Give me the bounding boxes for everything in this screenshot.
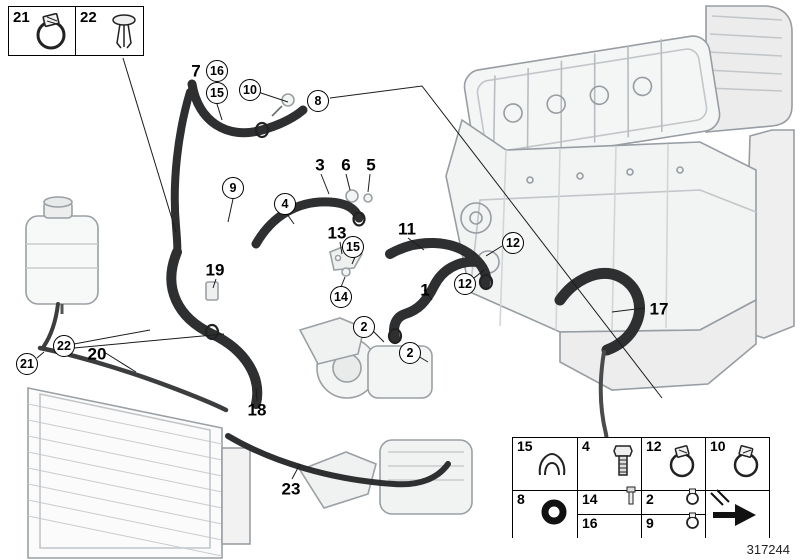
- legend-number: 14: [582, 491, 598, 507]
- legend-cell-10[interactable]: 10: [705, 438, 769, 490]
- legend-number: 9: [646, 515, 654, 531]
- hose-clamp-icon: [731, 445, 761, 484]
- legend-cell-15[interactable]: 15: [513, 438, 577, 490]
- callout-4[interactable]: 4: [274, 193, 296, 215]
- callout-21[interactable]: 21: [16, 353, 38, 375]
- callout-12-2[interactable]: 12: [454, 273, 476, 295]
- expanding-rivet-icon: [110, 13, 138, 56]
- legend-cell-12[interactable]: 12: [641, 438, 705, 490]
- top-legend-number: 22: [80, 9, 97, 26]
- top-legend-cell-22[interactable]: 22: [76, 6, 144, 56]
- callout-15-2[interactable]: 15: [342, 236, 364, 258]
- expansion-tank-illustration: [25, 196, 99, 314]
- hose-clamp-small-icon: [684, 488, 701, 511]
- legend-number: 10: [710, 438, 726, 454]
- legend-number: 16: [582, 515, 598, 531]
- hose-clamp-small-icon: [684, 512, 701, 535]
- callout-15[interactable]: 15: [206, 82, 228, 104]
- top-legend-number: 21: [13, 9, 30, 26]
- legend-cell-9[interactable]: 9: [641, 512, 705, 538]
- top-legend-cell-21[interactable]: 21: [8, 6, 76, 56]
- legend-cell-2[interactable]: 2: [641, 488, 705, 514]
- callout-22[interactable]: 22: [53, 335, 75, 357]
- callout-3[interactable]: 3: [315, 155, 325, 175]
- callout-20[interactable]: 20: [87, 344, 107, 364]
- callout-10[interactable]: 10: [239, 79, 261, 101]
- callout-23[interactable]: 23: [281, 479, 301, 499]
- legend-cell-14[interactable]: 14: [577, 486, 641, 514]
- callout-5[interactable]: 5: [366, 155, 376, 175]
- callout-2[interactable]: 2: [353, 316, 375, 338]
- bottom-legend: 15 4 12 10 8: [512, 437, 770, 538]
- callout-11[interactable]: 11: [398, 219, 416, 239]
- stud-bolt-icon: [625, 486, 637, 511]
- legend-number: 8: [517, 491, 525, 507]
- callout-2-2[interactable]: 2: [399, 342, 421, 364]
- callout-16[interactable]: 16: [206, 60, 228, 82]
- o-ring-icon: [539, 497, 569, 532]
- legend-number: 12: [646, 438, 662, 454]
- engine-illustration: [445, 5, 795, 391]
- callout-13[interactable]: 13: [327, 223, 347, 243]
- legend-number: 4: [582, 438, 590, 454]
- legend-cell-8[interactable]: 8: [513, 490, 577, 538]
- leader-lines: [36, 57, 663, 480]
- callout-17[interactable]: 17: [649, 299, 669, 319]
- hose-clamp-icon: [667, 445, 697, 484]
- hex-bolt-icon: [613, 443, 633, 484]
- legend-number: 15: [517, 438, 533, 454]
- callout-7[interactable]: 7: [191, 61, 201, 81]
- legend-cell-arrow: [705, 487, 769, 538]
- callout-6[interactable]: 6: [341, 155, 351, 175]
- callout-1[interactable]: 1: [420, 280, 430, 300]
- legend-cell-16[interactable]: 16: [577, 514, 641, 538]
- callout-12[interactable]: 12: [502, 232, 524, 254]
- callout-9[interactable]: 9: [222, 177, 244, 199]
- diagram-number: 317244: [746, 542, 790, 557]
- hose-clamp-icon: [32, 12, 70, 56]
- radiator-illustration: [27, 387, 251, 559]
- callout-19[interactable]: 19: [205, 260, 225, 280]
- callout-14[interactable]: 14: [330, 286, 352, 308]
- retaining-clip-icon: [535, 449, 569, 484]
- coolant-hoses: [37, 79, 645, 488]
- legend-number: 2: [646, 491, 654, 507]
- top-legend: 21 22: [8, 6, 144, 56]
- direction-arrow-icon: [707, 487, 761, 532]
- callout-18[interactable]: 18: [247, 400, 267, 420]
- callout-8[interactable]: 8: [307, 90, 329, 112]
- legend-cell-4[interactable]: 4: [577, 438, 641, 490]
